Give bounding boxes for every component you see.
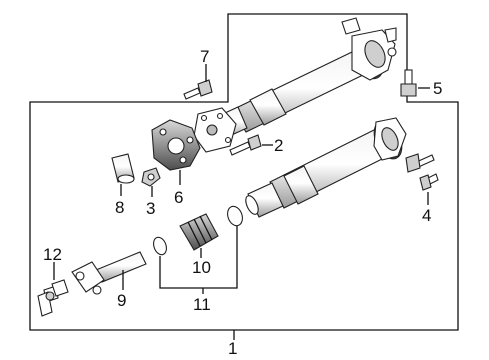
upper-driveshaft (193, 17, 397, 153)
assembly-boundary (29, 13, 459, 331)
flex-coupling-part-6 (151, 119, 201, 171)
bolt-part-5 (400, 69, 417, 97)
callout-10: 10 (192, 258, 211, 277)
callout-11: 11 (193, 295, 211, 314)
nut-part-3 (141, 167, 161, 187)
bolt-part-4 (405, 153, 439, 191)
callout-4: 4 (422, 206, 431, 225)
callout-8: 8 (115, 198, 124, 217)
callout-5: 5 (433, 79, 442, 98)
lower-driveshaft (245, 117, 407, 218)
callout-9: 9 (117, 291, 126, 310)
bolt-part-7 (183, 79, 213, 100)
callout-7: 7 (200, 47, 209, 66)
callout-1: 1 (228, 339, 237, 358)
yoke-shaft-part-9 (71, 251, 147, 295)
callout-6: 6 (174, 188, 183, 207)
boot-part-10 (179, 213, 219, 251)
callout-3: 3 (146, 199, 155, 218)
callout-12: 12 (43, 245, 62, 264)
bushing-part-8 (111, 153, 135, 184)
callout-2: 2 (274, 136, 283, 155)
bolt-part-2 (229, 134, 262, 156)
ring-part-11a (227, 205, 243, 227)
callout-11-leader (159, 226, 238, 289)
u-joint-part-12 (37, 279, 69, 317)
ring-part-11b (153, 236, 167, 256)
